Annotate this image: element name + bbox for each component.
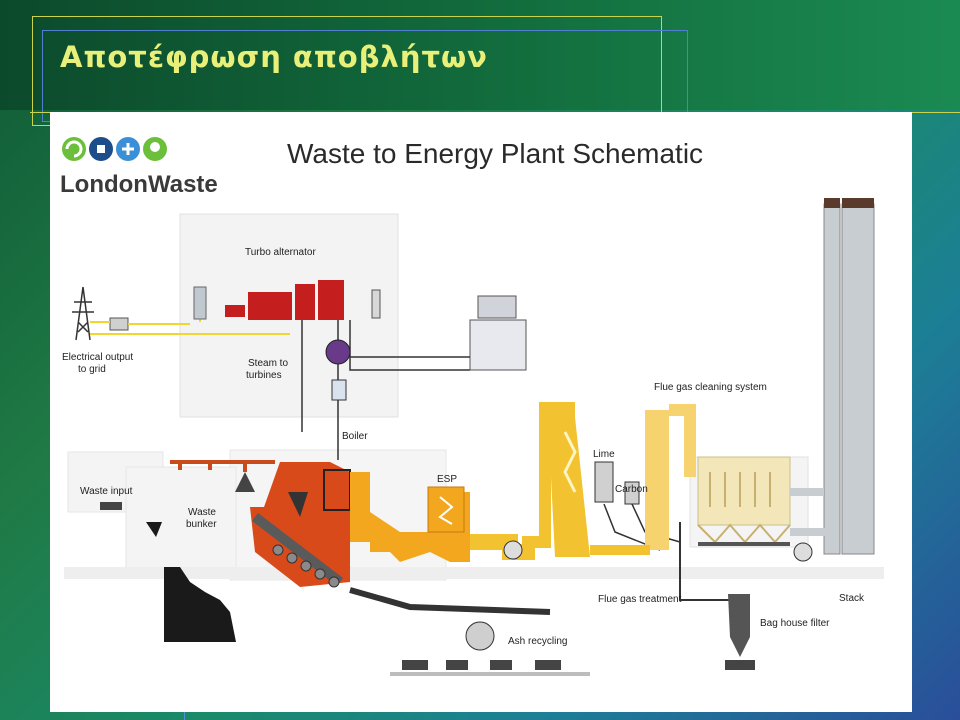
label-stack: Stack: [839, 593, 865, 604]
label-boiler: Boiler: [342, 431, 368, 442]
crane-grab: [235, 472, 255, 492]
steam-drum: [325, 339, 351, 365]
london-waste-logo: LondonWaste: [60, 137, 218, 198]
label-steam-to-turbines-2: turbines: [246, 370, 282, 381]
label-carbon: Carbon: [615, 484, 648, 495]
grate: [251, 513, 344, 586]
stack-top-right: [842, 198, 874, 208]
label-waste-bunker-1: Waste: [188, 507, 216, 518]
stack: [823, 203, 841, 555]
feed-pump: [331, 379, 347, 401]
grate-rollers: [272, 544, 340, 588]
bag-filters: [709, 472, 771, 507]
bag-house: [697, 456, 791, 526]
diagram-title: Waste to Energy Plant Schematic: [287, 138, 703, 169]
pylon-icon: [72, 286, 94, 341]
esp-unit: [427, 486, 465, 533]
stack-duct: [790, 488, 830, 536]
baghouse-conveyor: [698, 542, 790, 546]
waste-truck-icon: [100, 502, 122, 510]
steam-pipe: [301, 320, 470, 432]
waste-pile: [164, 567, 236, 642]
boiler-gas-passage: [350, 472, 470, 562]
feed-hopper: [288, 492, 308, 517]
logo-text: LondonWaste: [60, 171, 218, 198]
label-bag-house-filter: Bag house filter: [760, 618, 830, 629]
label-electrical-output-1: Electrical output: [62, 352, 133, 363]
slide-title: Αποτέφρωση αποβλήτων: [60, 40, 488, 74]
label-waste-input: Waste input: [80, 486, 133, 497]
label-ash-recycling: Ash recycling: [508, 636, 567, 647]
label-waste-bunker-2: bunker: [186, 519, 217, 530]
label-flue-gas-treatment: Flue gas treatment: [598, 594, 682, 605]
electrical-line: [90, 307, 290, 335]
stack-fan: [793, 542, 813, 562]
condenser-tank: [193, 286, 207, 320]
lime-silo: [594, 461, 614, 503]
cleaning-duct-up: [645, 410, 669, 550]
label-electrical-output-2: to grid: [78, 364, 106, 375]
ground-level: [64, 567, 884, 579]
condenser-fans: [477, 295, 517, 319]
ground-strip: [390, 672, 590, 676]
label-esp: ESP: [437, 474, 457, 485]
label-steam-to-turbines-1: Steam to: [248, 358, 288, 369]
stack-small: [371, 289, 381, 319]
reactor-flow: [563, 431, 577, 493]
id-fan: [503, 540, 523, 560]
stack-top-left: [824, 198, 840, 208]
esp-bolt-icon: [438, 496, 454, 525]
ash-recycling-vehicles: [402, 660, 561, 670]
ash-drum: [465, 621, 495, 651]
duct-to-baghouse: [669, 404, 696, 477]
waste-crane: [170, 460, 275, 472]
label-flue-gas-cleaning-system: Flue gas cleaning system: [654, 382, 767, 393]
ash-conveyor: [349, 587, 551, 615]
title-band: [0, 0, 960, 110]
transformer-icon: [109, 317, 129, 331]
ash-truck: [725, 660, 755, 670]
waste-tipping: [146, 522, 162, 537]
bunker-building: [125, 466, 237, 578]
label-turbo-alternator: Turbo alternator: [245, 247, 316, 258]
stack-main: [841, 203, 875, 555]
air-cooled-condenser: [469, 319, 527, 371]
label-lime: Lime: [593, 449, 615, 460]
bag-house-silo: [728, 594, 750, 657]
turbo-alternator: [225, 280, 344, 320]
plant-schematic: LondonWaste Waste to Energy Plant Schema…: [60, 137, 884, 676]
reactor-inlet-duct: [522, 402, 551, 548]
diagram-panel: LondonWaste Waste to Energy Plant Schema…: [50, 112, 912, 712]
